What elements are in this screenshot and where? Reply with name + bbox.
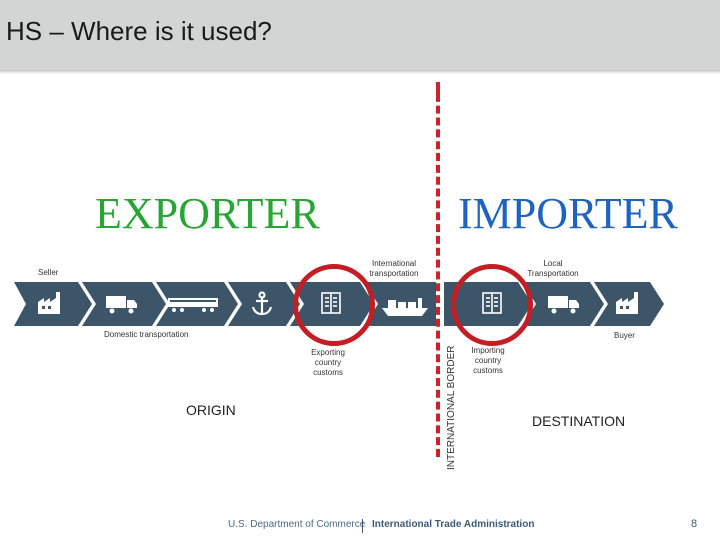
cargo-ship-icon [382, 298, 428, 316]
footer-department: U.S. Department of Commerce [228, 519, 366, 530]
importer-label: IMPORTER [458, 189, 678, 238]
international-transportation-label: International transportation [369, 259, 419, 278]
buyer-label: Buyer [614, 331, 635, 340]
factory-icon [38, 292, 60, 314]
seller-label: Seller [38, 268, 59, 277]
destination-label: DESTINATION [532, 413, 626, 429]
page-number: 8 [691, 518, 698, 530]
anchor-icon [251, 291, 273, 316]
origin-label: ORIGIN [186, 402, 236, 418]
local-transportation-label: Local Transportation [527, 259, 579, 278]
truck-icon [106, 296, 137, 314]
importing-customs-label: Importing country customs [471, 346, 505, 375]
title-bar [0, 0, 720, 74]
chevron-step-4 [228, 282, 300, 326]
factory-icon [616, 292, 638, 314]
domestic-transportation-label: Domestic transportation [104, 330, 189, 339]
footer-agency: International Trade Administration [372, 519, 535, 530]
exporting-customs-label: Exporting country customs [311, 348, 345, 377]
footer-separator [362, 519, 363, 533]
exporting-customs-highlight-circle [293, 264, 375, 346]
international-border-line [436, 82, 440, 457]
importing-customs-highlight-circle [451, 264, 533, 346]
international-border-label: INTERNATIONAL BORDER [446, 345, 457, 470]
slide-title: HS – Where is it used? [6, 16, 272, 46]
truck-icon [548, 296, 579, 314]
train-icon [168, 298, 218, 312]
exporter-label: EXPORTER [95, 189, 320, 238]
